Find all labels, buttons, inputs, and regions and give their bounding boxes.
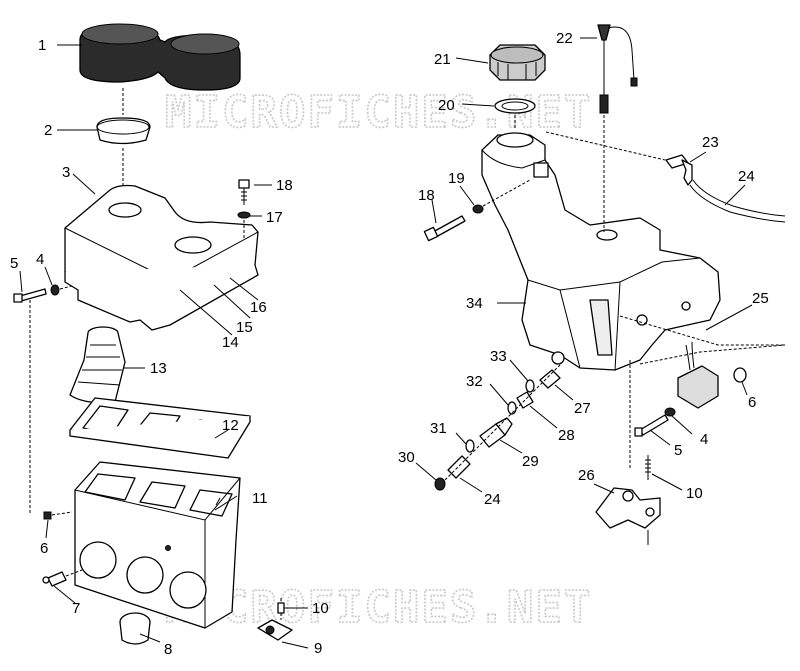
vent-hose-24 (689, 179, 786, 223)
vent-fitting-23 (665, 154, 693, 186)
callout-24: 24 (738, 168, 755, 185)
screw-10-right (645, 455, 651, 480)
intake-boot (69, 326, 126, 404)
washer-4-right (664, 407, 676, 417)
cap-gasket (494, 98, 536, 114)
airbox-base (74, 461, 241, 629)
fuel-gauge-sender (597, 24, 638, 114)
bracket-9 (257, 619, 293, 641)
callout-4: 4 (700, 431, 708, 448)
callout-26: 26 (578, 467, 595, 484)
callout-27: 27 (574, 400, 591, 417)
hose-24-lower (447, 455, 471, 479)
air-filter-adapter-ring (96, 117, 151, 145)
air-filter-foam (79, 23, 241, 91)
callout-8: 8 (164, 641, 172, 658)
callout-7: 7 (72, 600, 80, 617)
callout-15: 15 (236, 319, 253, 336)
callout-11: 11 (252, 490, 268, 507)
watermark-bottom: MICROFICHES.NET (165, 582, 592, 633)
callout-10: 10 (312, 600, 329, 617)
watermark-top: MICROFICHES.NET (165, 87, 592, 138)
clamp-30 (434, 477, 446, 491)
airbox-cover (64, 184, 259, 331)
bracket-26 (595, 487, 661, 529)
callout-24: 24 (484, 491, 501, 508)
callout-14: 14 (222, 334, 239, 351)
screw-18-left (238, 179, 250, 205)
callout-20: 20 (438, 97, 455, 114)
callout-31: 31 (430, 420, 447, 437)
callout-3: 3 (62, 164, 70, 181)
callout-5: 5 (10, 255, 18, 272)
washer-4-left (50, 284, 60, 296)
clip-6-left (43, 511, 52, 520)
fitting-27 (539, 369, 561, 389)
callout-10: 10 (686, 485, 703, 502)
callout-16: 16 (250, 299, 267, 316)
screw-5-left (13, 288, 47, 303)
callout-29: 29 (522, 453, 539, 470)
switch-25 (677, 341, 719, 409)
callout-9: 9 (314, 640, 322, 657)
airbox-gasket (69, 397, 251, 459)
callout-25: 25 (752, 290, 769, 307)
callout-2: 2 (44, 122, 52, 139)
callout-18: 18 (276, 177, 293, 194)
screw-5-right (634, 414, 669, 437)
callout-21: 21 (434, 51, 451, 68)
callout-1: 1 (38, 37, 46, 54)
washer-33 (525, 379, 535, 393)
callout-22: 22 (556, 30, 573, 47)
nut-6-right (733, 367, 747, 383)
callout-19: 19 (448, 170, 465, 187)
callout-34: 34 (466, 295, 483, 312)
clamp-8 (119, 612, 151, 645)
callout-4: 4 (36, 251, 44, 268)
fuel-valve-29 (479, 417, 513, 448)
callout-18: 18 (418, 187, 435, 204)
fuel-cap (489, 44, 546, 81)
drain-7 (42, 571, 67, 587)
washer-17 (237, 211, 251, 219)
callout-12: 12 (222, 417, 239, 434)
washer-31 (465, 439, 475, 453)
washer-32 (507, 401, 517, 415)
tank-screw-18-right (423, 215, 466, 242)
callout-6: 6 (748, 394, 756, 411)
callout-32: 32 (466, 373, 483, 390)
callout-13: 13 (150, 360, 167, 377)
washer-19 (472, 204, 484, 214)
callout-28: 28 (558, 427, 575, 444)
callout-17: 17 (266, 209, 283, 226)
callout-23: 23 (702, 134, 719, 151)
fuel-tank (481, 132, 721, 371)
callout-30: 30 (398, 449, 415, 466)
callout-6: 6 (40, 540, 48, 557)
callout-33: 33 (490, 348, 507, 365)
callout-5: 5 (674, 442, 682, 459)
